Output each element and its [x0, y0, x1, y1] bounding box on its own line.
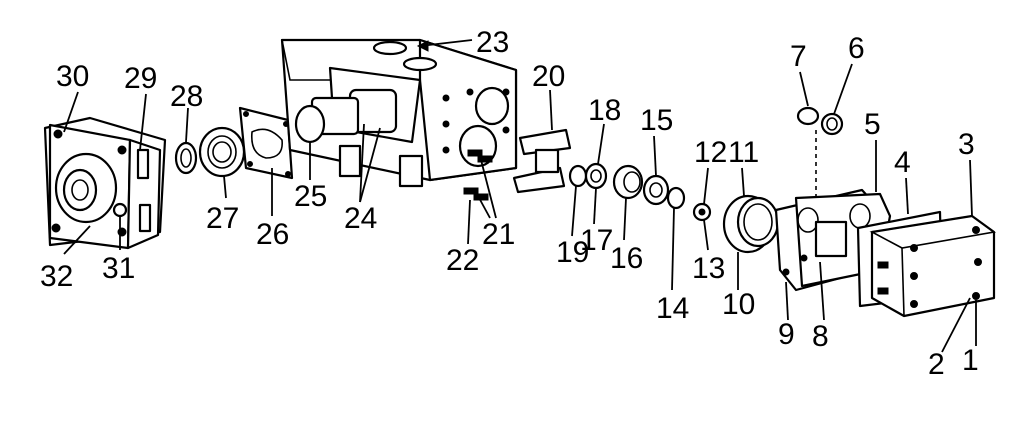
impeller-10-11 [722, 194, 780, 254]
callout-7: 7 [790, 40, 807, 73]
callout-10: 10 [722, 288, 755, 321]
shaft-end-25 [294, 104, 326, 144]
housing-foot [398, 154, 424, 188]
bearing-bore [62, 168, 98, 212]
callout-22: 22 [446, 244, 479, 277]
bushing-16 [612, 164, 644, 200]
end-cover-3 [869, 214, 996, 318]
callout-26: 26 [256, 218, 289, 251]
port-opening [474, 86, 510, 126]
callout-32: 32 [40, 260, 73, 293]
callout-2: 2 [928, 348, 945, 381]
callout-12: 12 [694, 136, 727, 169]
clip-20 [518, 128, 572, 156]
callout-16: 16 [610, 242, 643, 275]
valve-block [814, 220, 848, 258]
o-ring-28 [174, 141, 198, 175]
callout-13: 13 [692, 252, 725, 285]
gasket-26 [238, 106, 294, 180]
callout-24: 24 [344, 202, 377, 235]
top-port [372, 40, 408, 56]
callout-8: 8 [812, 320, 829, 353]
callout-9: 9 [778, 318, 795, 351]
end-plate-assembly [43, 116, 167, 250]
washer-19 [568, 164, 588, 188]
screws-21 [463, 149, 493, 201]
callout-20: 20 [532, 60, 565, 93]
callout-15: 15 [640, 104, 673, 137]
main-housing [280, 38, 518, 188]
callout-27: 27 [206, 202, 239, 235]
housing-foot [338, 144, 362, 178]
leader-lines [63, 39, 977, 353]
stud [136, 148, 150, 180]
callout-3: 3 [958, 128, 975, 161]
seal-15 [642, 174, 670, 206]
clip-body [534, 148, 560, 174]
callout-28: 28 [170, 80, 203, 113]
top-port [402, 56, 438, 72]
callout-1: 1 [962, 344, 979, 377]
fitting-31 [112, 202, 128, 218]
callout-23: 23 [476, 26, 509, 59]
callout-4: 4 [894, 146, 911, 179]
seal-18 [584, 162, 608, 190]
o-ring-14 [666, 186, 686, 210]
stud [138, 203, 152, 233]
fitting-6 [820, 112, 844, 136]
callout-labels: 1 2 3 4 5 6 7 8 9 10 11 12 13 14 15 16 1… [40, 26, 979, 381]
plug-7 [796, 106, 820, 126]
bolt-1 [972, 292, 980, 300]
callout-14: 14 [656, 292, 689, 325]
callout-6: 6 [848, 32, 865, 65]
callout-29: 29 [124, 62, 157, 95]
callout-31: 31 [102, 252, 135, 285]
callout-11: 11 [728, 136, 759, 169]
callout-21: 21 [482, 218, 515, 251]
callout-19: 19 [556, 236, 589, 269]
callout-25: 25 [294, 180, 327, 213]
callout-18: 18 [588, 94, 621, 127]
end-plate-side [126, 138, 162, 250]
callout-17: 17 [580, 224, 613, 257]
callout-5: 5 [864, 108, 881, 141]
callout-30: 30 [56, 60, 89, 93]
